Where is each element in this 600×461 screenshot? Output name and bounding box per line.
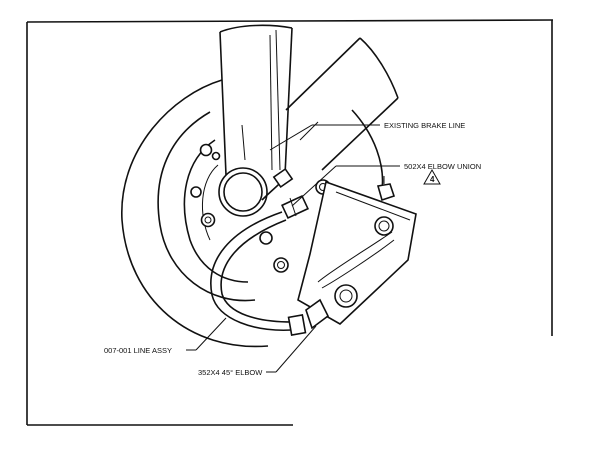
- bolt-hole: [259, 231, 273, 245]
- leader-lines: [186, 124, 400, 373]
- label-existing-brake-line: EXISTING BRAKE LINE: [384, 121, 465, 130]
- caliper-bolt: [374, 216, 394, 236]
- note-triangle: 4: [423, 168, 441, 185]
- caliper-bolt: [334, 284, 358, 308]
- label-elbow-union: 502X4 ELBOW UNION: [404, 162, 481, 171]
- bolt-hole: [199, 143, 213, 157]
- line-fitting: [272, 167, 294, 189]
- elbow-45-fitting: [287, 313, 307, 337]
- gear-strut: [219, 24, 399, 176]
- note-number: 4: [430, 175, 435, 184]
- bolt-hole: [200, 212, 216, 228]
- existing-brake-line: [261, 167, 309, 220]
- drawing-frame: [26, 19, 554, 426]
- elbow-union-fitting: [281, 194, 309, 220]
- line-assembly-tube: [210, 211, 330, 337]
- bleeder-valve: [376, 183, 396, 202]
- label-elbow-45: 352X4 45° ELBOW: [198, 368, 263, 377]
- bolt-hole: [273, 257, 289, 273]
- brake-caliper: [297, 176, 417, 325]
- bolt-hole: [190, 186, 202, 198]
- label-line-assy: 007-001 LINE ASSY: [104, 346, 172, 355]
- axle: [218, 167, 268, 217]
- bolt-hole: [211, 151, 221, 161]
